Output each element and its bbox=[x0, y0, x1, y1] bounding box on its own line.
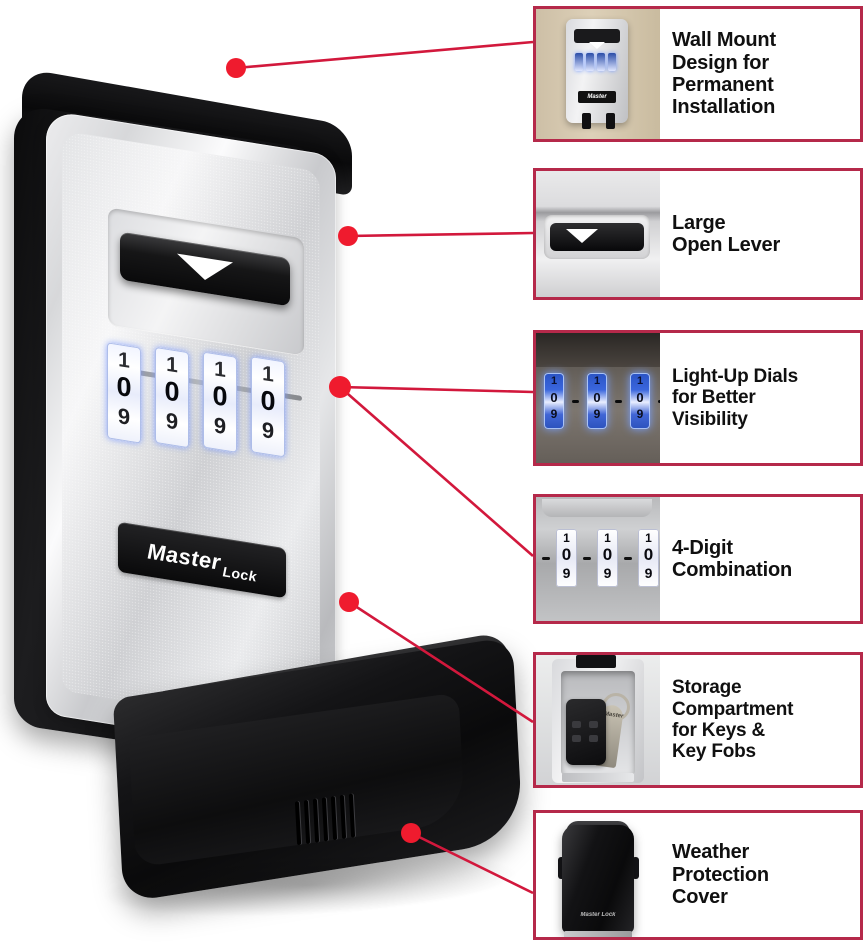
callout-text-four-digit-combination: 4-Digit Combination bbox=[660, 497, 860, 621]
callout-line: Design for bbox=[672, 51, 769, 74]
callout-panel-open-lever: Large Open Lever bbox=[533, 168, 863, 300]
callout-panel-weather-protection: Master Lock Weather Protection Cover bbox=[533, 810, 863, 940]
dial-1[interactable]: 1 0 9 bbox=[107, 342, 141, 444]
callout-text-wall-mount: Wall Mount Design for Permanent Installa… bbox=[660, 9, 860, 139]
down-triangle-icon bbox=[566, 229, 598, 243]
callout-line: Large bbox=[672, 211, 726, 234]
vent-grille-icon bbox=[294, 793, 361, 846]
brand-word-lock: Lock bbox=[222, 563, 257, 585]
mini-dial: 1 0 9 bbox=[638, 529, 659, 587]
callout-image-storage-compartment: Master bbox=[536, 655, 660, 785]
callout-text-storage-compartment: Storage Compartment for Keys & Key Fobs bbox=[660, 655, 860, 785]
dial-4[interactable]: 1 0 9 bbox=[251, 356, 285, 458]
callout-panel-storage-compartment: Master Storage Compartment for Keys & Ke… bbox=[533, 652, 863, 788]
callout-panel-four-digit-combination: 1 0 9 1 0 9 1 0 9 bbox=[533, 494, 863, 624]
callout-line: Weather bbox=[672, 841, 750, 864]
mini-dial: 1 0 9 bbox=[544, 373, 564, 429]
mini-dial: 1 0 9 bbox=[630, 373, 650, 429]
callout-text-open-lever: Large Open Lever bbox=[660, 171, 860, 297]
mini-lever-icon bbox=[576, 655, 616, 668]
callout-line: Wall Mount bbox=[672, 29, 776, 52]
down-triangle-icon bbox=[177, 253, 233, 285]
callout-image-weather-protection: Master Lock bbox=[536, 813, 660, 937]
callout-image-four-digit-combination: 1 0 9 1 0 9 1 0 9 bbox=[536, 497, 660, 621]
mini-dial: 1 0 9 bbox=[597, 529, 618, 587]
callout-panel-wall-mount: Master Wall Mount Design for Permanent I… bbox=[533, 6, 863, 142]
callout-text-light-up-dials: Light-Up Dials for Better Visibility bbox=[660, 333, 860, 463]
product-photo: 1 0 9 1 0 9 1 0 9 1 0 9 Master bbox=[0, 55, 530, 935]
callout-image-wall-mount: Master bbox=[536, 9, 660, 139]
mini-dial: 1 0 9 bbox=[587, 373, 607, 429]
callout-line: Compartment bbox=[672, 698, 794, 720]
brand-word-master: Master bbox=[147, 538, 221, 575]
mini-brand-badge: Master Lock bbox=[580, 912, 616, 918]
callout-image-light-up-dials: 1 0 9 1 0 9 1 0 9 bbox=[536, 333, 660, 463]
callout-line: Storage bbox=[672, 677, 742, 699]
callout-line: Cover bbox=[672, 886, 728, 909]
callout-line: Protection bbox=[672, 863, 769, 886]
dial-2[interactable]: 1 0 9 bbox=[155, 346, 189, 449]
callout-line: Installation bbox=[672, 96, 776, 119]
key-fob-icon bbox=[566, 699, 606, 765]
callout-line: Combination bbox=[672, 559, 793, 581]
mini-brand-badge: Master bbox=[578, 91, 616, 103]
callout-line: Light-Up Dials bbox=[672, 366, 798, 388]
dial-3[interactable]: 1 0 9 bbox=[203, 351, 237, 453]
callout-image-open-lever bbox=[536, 171, 660, 297]
callout-line: Permanent bbox=[672, 74, 774, 96]
callout-panel-light-up-dials: 1 0 9 1 0 9 1 0 9 bbox=[533, 330, 863, 466]
callout-line: for Better bbox=[672, 387, 756, 409]
callout-text-weather-protection: Weather Protection Cover bbox=[660, 813, 860, 937]
mini-dial: 1 0 9 bbox=[556, 529, 577, 587]
callout-line: Visibility bbox=[672, 408, 748, 430]
callout-line: Key Fobs bbox=[672, 741, 756, 763]
callout-line: for Keys & bbox=[672, 720, 766, 741]
callout-line: 4-Digit bbox=[672, 536, 733, 559]
callout-line: Open Lever bbox=[672, 234, 781, 256]
